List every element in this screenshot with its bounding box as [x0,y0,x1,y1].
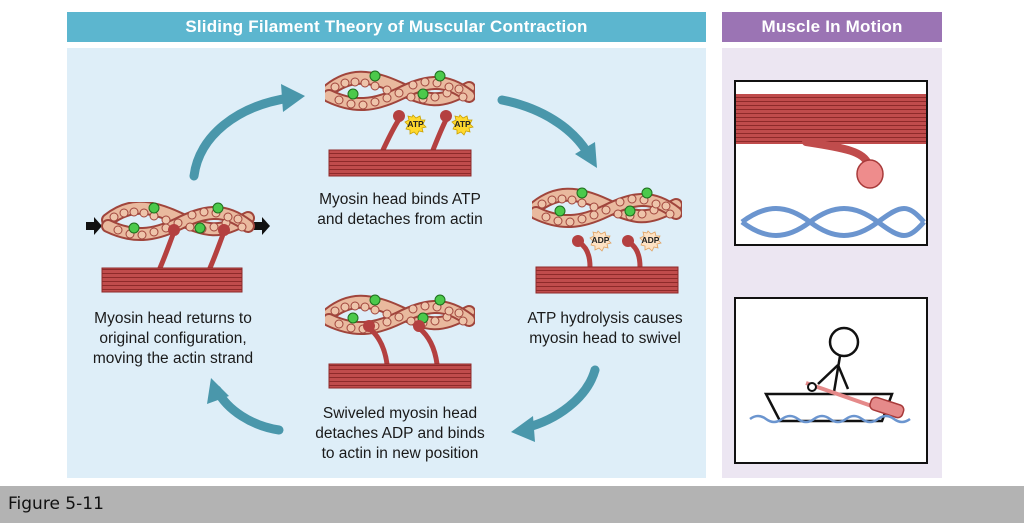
rower-head [828,326,860,358]
water-waves [749,414,911,424]
adp-badge-icon: ADP [639,230,662,252]
oar-blade [869,396,905,419]
figure-label: Figure 5-11 [8,494,104,514]
arrow-right-icon [86,217,102,235]
atp-badge-2: ATP [454,119,471,129]
atp-badge-1: ATP [407,119,424,129]
myosin-thick-filament [101,267,243,293]
atp-badge-icon: ATP [404,114,427,136]
arrow-top-to-right [497,95,592,157]
atp-badge-icon: ATP [451,114,474,136]
sliding-filament-diagram-panel [67,48,706,478]
arrow-right-icon [254,217,270,235]
myosin-thick-filament [328,149,472,177]
stage-top-illustration: ATP ATP [325,70,475,177]
adp-badge-icon: ADP [589,230,612,252]
myosin-thick-filament [535,266,679,294]
main-panel-header: Sliding Filament Theory of Muscular Cont… [67,12,706,42]
side-panel-header: Muscle In Motion [722,12,942,42]
figure-footer-bar: Figure 5-11 [0,486,1024,523]
cycle-arrows [189,84,600,442]
rower-boat-illustration [749,326,911,424]
myosin-thick-filament [328,363,472,389]
stage-right-illustration: ADP ADP [532,187,682,294]
stage-bottom-illustration [325,294,475,389]
animation-frame-rower [734,297,928,464]
animation-frame-filaments [734,80,928,246]
arrow-right-to-bottom [520,365,600,433]
adp-badge-1: ADP [592,235,610,245]
filament-close-up-illustration [736,94,926,238]
arrow-left-to-top [189,93,294,181]
stage-left-illustration [86,202,270,293]
adp-badge-2: ADP [642,235,660,245]
